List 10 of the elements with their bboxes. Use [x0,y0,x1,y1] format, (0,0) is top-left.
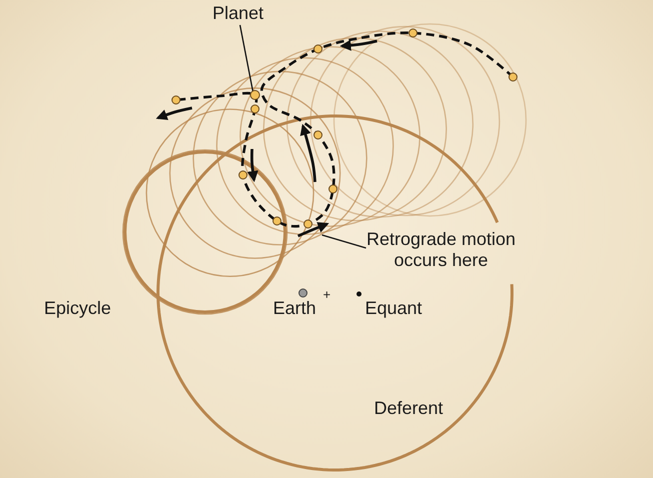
planet-dot [250,90,260,100]
part-label: Deferent [374,398,444,419]
part-label: Equant [365,298,422,319]
center-mark: + [323,286,331,304]
leader-line [322,234,366,249]
part-label: Epicycle [44,298,112,319]
leader-line [239,24,254,92]
part-label: Earth [273,298,316,319]
callout-text: Retrograde motion occurs here [366,229,516,271]
planet-label: Planet [211,3,265,24]
